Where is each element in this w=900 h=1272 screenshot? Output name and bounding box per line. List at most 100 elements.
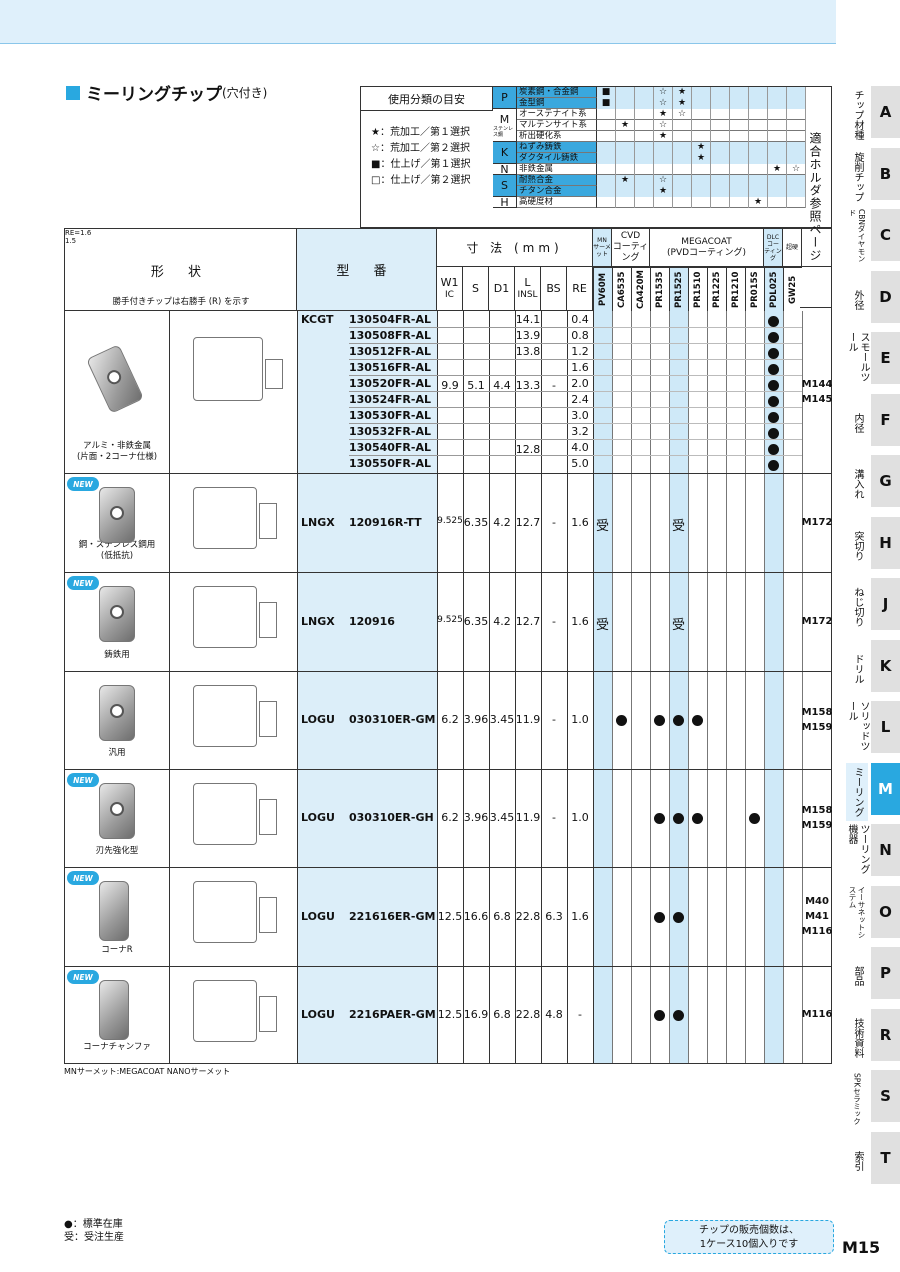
insert-drawing <box>193 337 263 401</box>
side-tab-j[interactable]: J <box>871 578 900 632</box>
dim-value: - <box>578 1007 582 1021</box>
grade-mark <box>673 186 692 197</box>
grade-mark <box>768 175 787 186</box>
side-tab-s[interactable]: S <box>871 1070 900 1124</box>
grade-mark <box>692 164 711 175</box>
grade-mark <box>616 197 635 208</box>
model-prefix: LOGU <box>301 909 335 923</box>
grade-mark: ■ <box>597 98 616 109</box>
holder-ref-page: M144 <box>801 379 833 390</box>
model-code: 130512FR-AL <box>349 345 431 358</box>
stock-dot <box>768 332 779 343</box>
side-tab-a[interactable]: A <box>871 86 900 140</box>
side-tab-n[interactable]: N <box>871 824 900 878</box>
grade-mark <box>654 153 673 164</box>
dim-value: 11.9 <box>515 713 541 726</box>
column-line <box>463 311 464 1063</box>
grade-mark <box>768 186 787 197</box>
dim-value: 6.8 <box>493 909 511 923</box>
material-marks: ★☆ <box>597 164 806 175</box>
side-tab-label: 部品 <box>852 966 863 986</box>
grade-mark <box>730 131 749 142</box>
dim-d1: 4.4 <box>493 379 511 392</box>
grade-mark <box>616 131 635 142</box>
model-code: 130530FR-AL <box>349 409 431 422</box>
side-tab-l[interactable]: L <box>871 701 900 755</box>
grade-mark: ★ <box>673 87 692 98</box>
re-value: 2.4 <box>571 393 589 406</box>
dim-s: 5.1 <box>467 379 485 392</box>
grade-mark <box>692 98 711 109</box>
side-tab-t[interactable]: T <box>871 1131 900 1186</box>
grade-mark <box>616 186 635 197</box>
grade-mark <box>711 164 730 175</box>
grade-group-text: コーティング <box>612 242 649 263</box>
side-tab-b[interactable]: B <box>871 147 900 202</box>
side-tab-o[interactable]: O <box>871 885 900 940</box>
grade-mark <box>692 109 711 120</box>
grade-mark <box>597 131 616 142</box>
pack-note: チップの販売個数は、 1ケース10個入りです <box>664 1220 834 1254</box>
grade-line <box>802 311 803 1063</box>
dim-col-header: D1 <box>489 267 515 311</box>
stock-dot <box>673 1009 684 1021</box>
grade-mark <box>768 120 787 131</box>
sub-row-line <box>349 407 593 408</box>
grade-mark <box>787 186 806 197</box>
holder-ref-page: M172 <box>801 616 833 627</box>
side-tab-c[interactable]: C <box>871 209 900 263</box>
grade-mark <box>730 98 749 109</box>
insert-photo <box>99 487 135 543</box>
stock-dot <box>768 396 779 407</box>
shape-label-line: コーナチャンファ <box>83 1042 151 1052</box>
side-tab-f[interactable]: F <box>871 393 900 448</box>
grade-mark <box>749 186 768 197</box>
side-tab-label: スモールツール <box>846 332 869 382</box>
dim-value: 16.9 <box>463 1007 489 1021</box>
model-prefix: LOGU <box>301 811 335 824</box>
grade-ca6535: CA6535 <box>612 267 631 311</box>
grade-mark <box>730 197 749 208</box>
grade-line <box>669 311 670 1063</box>
side-tab-e[interactable]: E <box>871 332 900 386</box>
grade-pr1510: PR1510 <box>688 267 707 311</box>
side-tab-r[interactable]: R <box>871 1008 900 1063</box>
side-tab-m[interactable]: M <box>871 762 900 817</box>
side-tab-p[interactable]: P <box>871 947 900 1001</box>
material-marks: ■☆★ <box>597 87 806 98</box>
column-line <box>593 311 594 1063</box>
grade-line <box>688 311 689 1063</box>
insert-hole <box>104 367 124 387</box>
grade-mark <box>768 98 787 109</box>
shape-label: コーナR <box>65 945 169 956</box>
dim-value: 16.6 <box>463 909 489 923</box>
grade-mark <box>673 131 692 142</box>
grade-mark: ★ <box>692 153 711 164</box>
grade-mark <box>768 109 787 120</box>
re-value: 1.2 <box>571 345 589 358</box>
sub-row-line <box>593 455 802 456</box>
grade-mark <box>730 175 749 186</box>
dim-value: 6.2 <box>441 713 459 726</box>
insert-photo <box>99 586 135 642</box>
column-line <box>297 311 298 1063</box>
new-badge: NEW <box>67 576 99 590</box>
grade-group-text: サーメット <box>593 244 611 258</box>
side-tab-h[interactable]: H <box>871 516 900 571</box>
side-tab-k[interactable]: K <box>871 639 900 694</box>
side-tab-g[interactable]: G <box>871 455 900 509</box>
grade-mark <box>597 142 616 153</box>
insert-photo <box>99 783 135 839</box>
grade-group-text: 超硬 <box>785 244 798 251</box>
grade-line <box>726 311 727 1063</box>
group-sub: ステンレス鋼 <box>493 125 514 138</box>
side-tab-d[interactable]: D <box>871 270 900 325</box>
insert-side-drawing <box>259 996 277 1032</box>
grade-mark <box>787 87 806 98</box>
dim-value: 6.3 <box>545 909 563 923</box>
grade-mark <box>730 153 749 164</box>
sub-row-line <box>593 439 802 440</box>
shape-label: コーナチャンファ <box>65 1042 169 1053</box>
